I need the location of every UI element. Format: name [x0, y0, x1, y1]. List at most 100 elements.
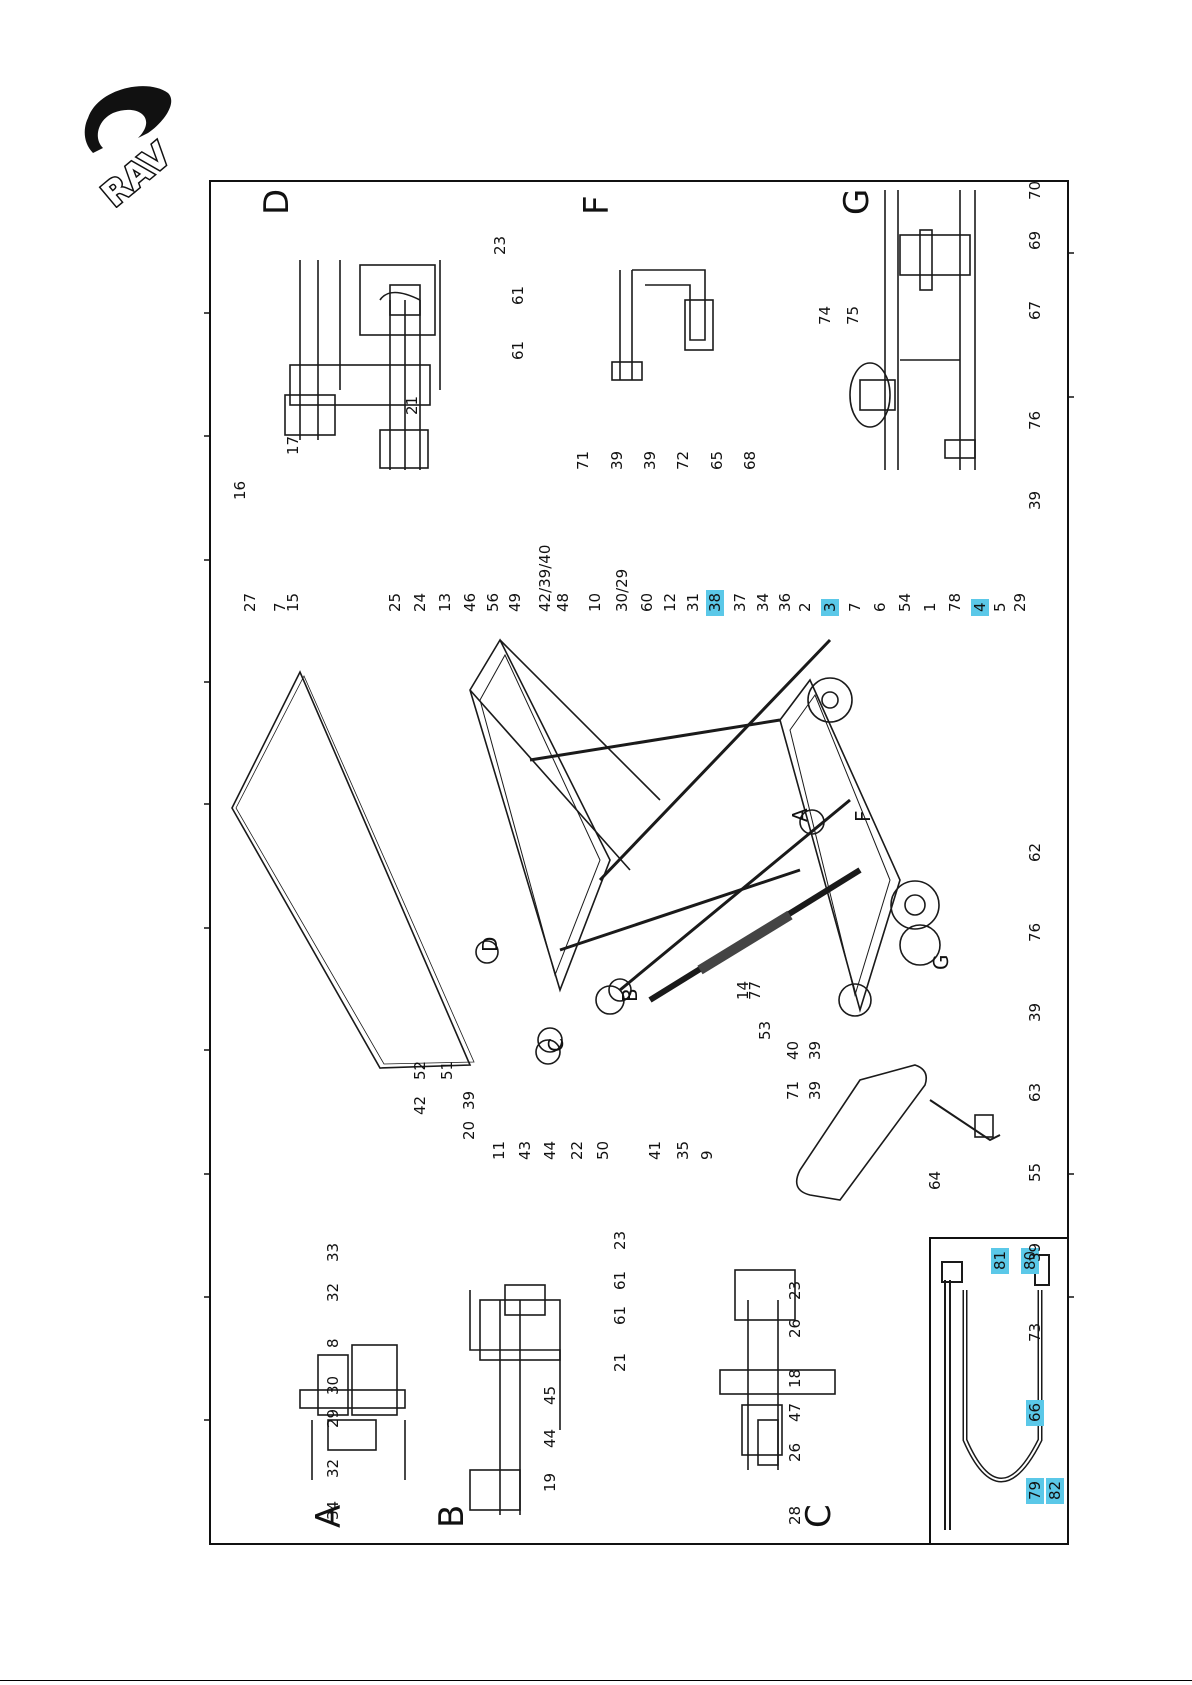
callout-label: 80 [1021, 1251, 1039, 1270]
callout-label: 63 [1026, 1083, 1044, 1102]
callout-label: 62 [1026, 843, 1044, 862]
callout-label: 70 [1026, 181, 1044, 200]
callout-label: 27 [241, 593, 259, 612]
callout-label: 54 [896, 593, 914, 612]
callout-label: 15 [284, 593, 302, 612]
view-b-section [469, 1284, 561, 1515]
callout-label: 82 [1046, 1481, 1064, 1500]
logo-swoosh [84, 86, 172, 153]
page-footer-line [0, 1680, 1192, 1681]
callout-highlight [1021, 1248, 1039, 1274]
callout-label: 36 [776, 593, 794, 612]
callout-label: 61 [611, 1306, 629, 1325]
callout-label: 32 [324, 1283, 342, 1302]
callout-highlight [1046, 1478, 1064, 1504]
view-marker-b: B [618, 988, 642, 1002]
callout-label: 46 [461, 593, 479, 612]
callout-label: 28 [786, 1506, 804, 1525]
callout-label: 64 [926, 1171, 944, 1190]
callout-label: 68 [741, 451, 759, 470]
callout-label: 72 [674, 451, 692, 470]
callout-label: 41 [646, 1141, 664, 1160]
callout-label: 53 [756, 1021, 774, 1040]
view-marker-a: A [788, 808, 812, 822]
frame-ticks [204, 252, 1074, 1421]
view-title-b: B [432, 1505, 472, 1528]
callout-label: 71 [574, 451, 592, 470]
callout-label: 73 [1026, 1323, 1044, 1342]
callout-highlight [971, 599, 989, 616]
callout-label: 26 [786, 1319, 804, 1338]
callout-label: 29 [1011, 593, 1029, 612]
callout-label: 39 [806, 1081, 824, 1100]
view-marker-d: D [478, 937, 502, 952]
view-a-section [299, 1344, 406, 1480]
callout-label: 23 [491, 236, 509, 255]
callout-label: 17 [284, 436, 302, 455]
rav-logo: RAV [84, 86, 181, 208]
callout-label: 19 [541, 1473, 559, 1492]
callout-label: 26 [786, 1443, 804, 1462]
callout-label: 44 [541, 1141, 559, 1160]
callout-label: 77 [746, 981, 764, 1000]
callout-label: 7 [846, 602, 864, 612]
callout-label: 29 [324, 1409, 342, 1428]
callout-label: 18 [786, 1369, 804, 1388]
callout-label: 76 [1026, 923, 1044, 942]
callout-label: 4 [971, 602, 989, 612]
callout-label: 11 [490, 1141, 508, 1160]
callout-label: 8 [324, 1338, 342, 1348]
callout-label: 9 [698, 1150, 716, 1160]
platform-plate [231, 670, 472, 1069]
callout-label: 34 [754, 593, 772, 612]
callout-label: 1 [921, 602, 939, 612]
view-g-section [849, 190, 976, 470]
callout-highlight [1026, 1478, 1044, 1504]
callout-label: 35 [674, 1141, 692, 1160]
callout-label: 23 [611, 1231, 629, 1250]
callout-label: 39 [460, 1091, 478, 1110]
callout-label: 79 [1026, 1481, 1044, 1500]
view-marker-g: G [929, 955, 953, 971]
callout-label: 21 [611, 1353, 629, 1372]
hose-inset-frame [929, 1237, 1069, 1545]
callout-label: 71 [784, 1081, 802, 1100]
callout-label: 67 [1026, 301, 1044, 320]
callout-label: 23 [786, 1281, 804, 1300]
callout-label: 39 [641, 451, 659, 470]
view-title-d: D [257, 189, 297, 215]
callout-label: 21 [403, 396, 421, 415]
callout-label: 20 [460, 1121, 478, 1140]
callout-label: 66 [1026, 1403, 1044, 1422]
callout-highlight [821, 599, 839, 616]
callout-label: 7 [271, 602, 289, 612]
callout-label: 32 [324, 1459, 342, 1478]
view-title-a: A [309, 1505, 349, 1528]
callout-label: 30 [324, 1376, 342, 1395]
callout-label: 61 [509, 341, 527, 360]
callout-label: 69 [1026, 231, 1044, 250]
callout-label: 47 [786, 1403, 804, 1422]
callout-label: 2 [796, 602, 814, 612]
callout-label: 14 [734, 981, 752, 1000]
callout-label: 49 [506, 593, 524, 612]
callout-label: 43 [516, 1141, 534, 1160]
callout-label: 6 [871, 602, 889, 612]
callout-label: 40 [784, 1041, 802, 1060]
callout-label: 22 [568, 1141, 586, 1160]
callout-label: 39 [1026, 1243, 1044, 1262]
callout-label: 50 [594, 1141, 612, 1160]
callout-label: 30/29 [613, 569, 631, 612]
callout-label: 56 [484, 593, 502, 612]
callout-label: 65 [708, 451, 726, 470]
callout-label: 33 [324, 1243, 342, 1262]
callout-label: 60 [638, 593, 656, 612]
callout-label: 76 [1026, 411, 1044, 430]
callout-label: 37 [731, 593, 749, 612]
callout-label: 74 [816, 306, 834, 325]
callout-label: 31 [684, 593, 702, 612]
callout-label: 16 [231, 481, 249, 500]
callout-label: 25 [386, 593, 404, 612]
